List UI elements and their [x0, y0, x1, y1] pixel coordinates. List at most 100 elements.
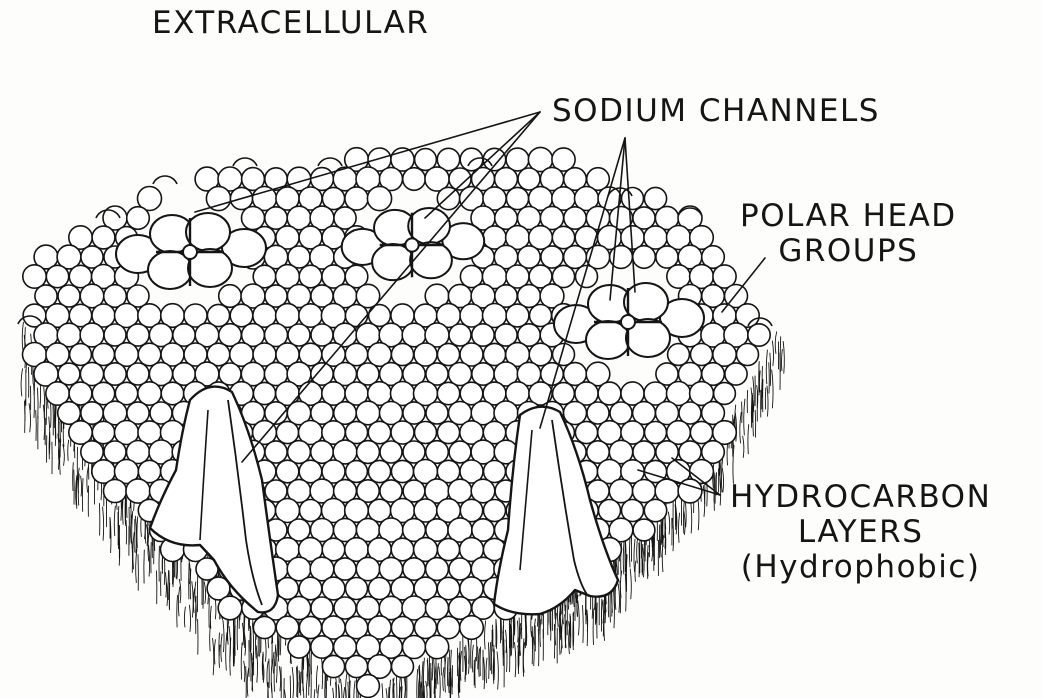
polar-head [564, 207, 586, 229]
polar-head [714, 383, 736, 405]
polar-head [322, 577, 345, 600]
lipid-tail-stroke [299, 671, 300, 693]
lipid-tail-stroke [417, 669, 418, 698]
lipid-tail-stroke [165, 573, 166, 598]
polar-head [265, 441, 287, 463]
lipid-tail-stroke [538, 630, 539, 666]
lipid-tail-stroke [515, 642, 516, 676]
lipid-tail-stroke [475, 657, 476, 687]
polar-head [472, 363, 494, 385]
polar-head [415, 422, 437, 444]
label-extracellular: EXTRACELLULAR [152, 6, 429, 41]
lipid-tail-stroke [721, 459, 722, 492]
lipid-tail-stroke [274, 656, 275, 691]
lipid-tail-stroke [623, 539, 624, 574]
polar-head [668, 344, 690, 366]
lipid-tail-stroke [316, 666, 317, 693]
label-polar-line-1: POLAR HEAD [740, 199, 957, 234]
lipid-tail-stroke [168, 570, 169, 599]
polar-head [300, 500, 322, 522]
polar-head [276, 616, 299, 639]
polar-head [403, 558, 425, 580]
polar-head [92, 421, 114, 443]
lipid-tail-stroke [223, 620, 224, 651]
lipid-tail-stroke [691, 500, 692, 533]
polar-head [690, 421, 712, 443]
rim-head-arc [233, 158, 257, 166]
polar-head [552, 226, 574, 248]
lipid-tail-stroke [63, 444, 64, 465]
lipid-tail-stroke [21, 369, 22, 396]
lipid-tail-stroke [491, 641, 492, 674]
lipid-tail-stroke [772, 370, 773, 408]
polar-head [506, 187, 528, 209]
label-polar-head-groups: POLAR HEAD GROUPS [740, 199, 957, 269]
lipid-tail-stroke [783, 341, 784, 373]
lipid-tail-stroke [137, 517, 138, 548]
lipid-tail-stroke [237, 614, 238, 650]
lipid-tail-stroke [743, 436, 744, 457]
lipid-tail-stroke [333, 688, 334, 698]
polar-head [346, 578, 368, 600]
lipid-tail-stroke [744, 399, 745, 435]
lipid-tail-stroke [488, 643, 489, 679]
polar-head [484, 500, 506, 522]
lipid-tail-stroke [782, 349, 783, 370]
lipid-tail-stroke [338, 685, 339, 698]
lipid-tail-stroke [772, 341, 773, 366]
polar-head [426, 402, 448, 424]
polar-head [644, 499, 666, 521]
polar-head [403, 636, 426, 659]
polar-head [70, 344, 92, 366]
lipid-tail-stroke [485, 621, 486, 649]
polar-head [391, 616, 413, 638]
polar-head [380, 441, 402, 463]
polar-head [368, 460, 390, 482]
lipid-tail-stroke [297, 667, 298, 696]
lipid-tail-stroke [60, 422, 61, 457]
lipid-tail-stroke [775, 332, 776, 354]
lipid-tail-stroke [426, 682, 427, 698]
polar-head [345, 655, 367, 677]
polar-head [357, 441, 380, 464]
lipid-tail-stroke [603, 600, 604, 636]
label-hydro-line-3: (Hydrophobic) [730, 550, 991, 585]
label-sodium-channels: SODIUM CHANNELS [552, 94, 880, 129]
lipid-tail-stroke [389, 680, 390, 698]
lipid-tail-stroke [271, 660, 272, 693]
lipid-tail-stroke [38, 388, 39, 418]
rim-head-arc [153, 176, 177, 184]
lipid-tail-stroke [177, 595, 178, 627]
lipid-tail-stroke [578, 601, 579, 635]
lipid-tail-stroke [103, 507, 104, 540]
polar-head [403, 168, 426, 191]
polar-head [460, 616, 484, 640]
lipid-tail-stroke [184, 607, 185, 627]
lipid-tail-stroke [276, 647, 277, 682]
lipid-tail-stroke [284, 690, 285, 698]
lipid-tail-stroke [748, 425, 749, 454]
lipid-tail-stroke [766, 350, 767, 384]
lipid-tail-stroke [192, 582, 193, 618]
lipid-tail-stroke [382, 684, 383, 698]
lipid-tail-stroke [443, 668, 444, 691]
lipid-tail-stroke [424, 686, 425, 698]
polar-head [322, 655, 344, 677]
polar-head [218, 596, 242, 620]
lipid-tail-stroke [733, 446, 734, 484]
lipid-tail-stroke [190, 569, 191, 599]
lipid-tail-stroke [519, 618, 520, 656]
lipid-tail-stroke [279, 667, 280, 691]
polar-head [357, 675, 380, 698]
polar-head [737, 344, 759, 366]
lipid-tail-stroke [753, 400, 754, 436]
polar-head [368, 421, 390, 443]
polar-head [392, 656, 414, 678]
label-hydro-line-1: HYDROCARBON [730, 480, 991, 515]
lipid-tail-stroke [135, 516, 136, 553]
polar-head [288, 636, 310, 658]
lipid-tail-stroke [263, 654, 264, 680]
lipid-tail-stroke [479, 649, 480, 677]
